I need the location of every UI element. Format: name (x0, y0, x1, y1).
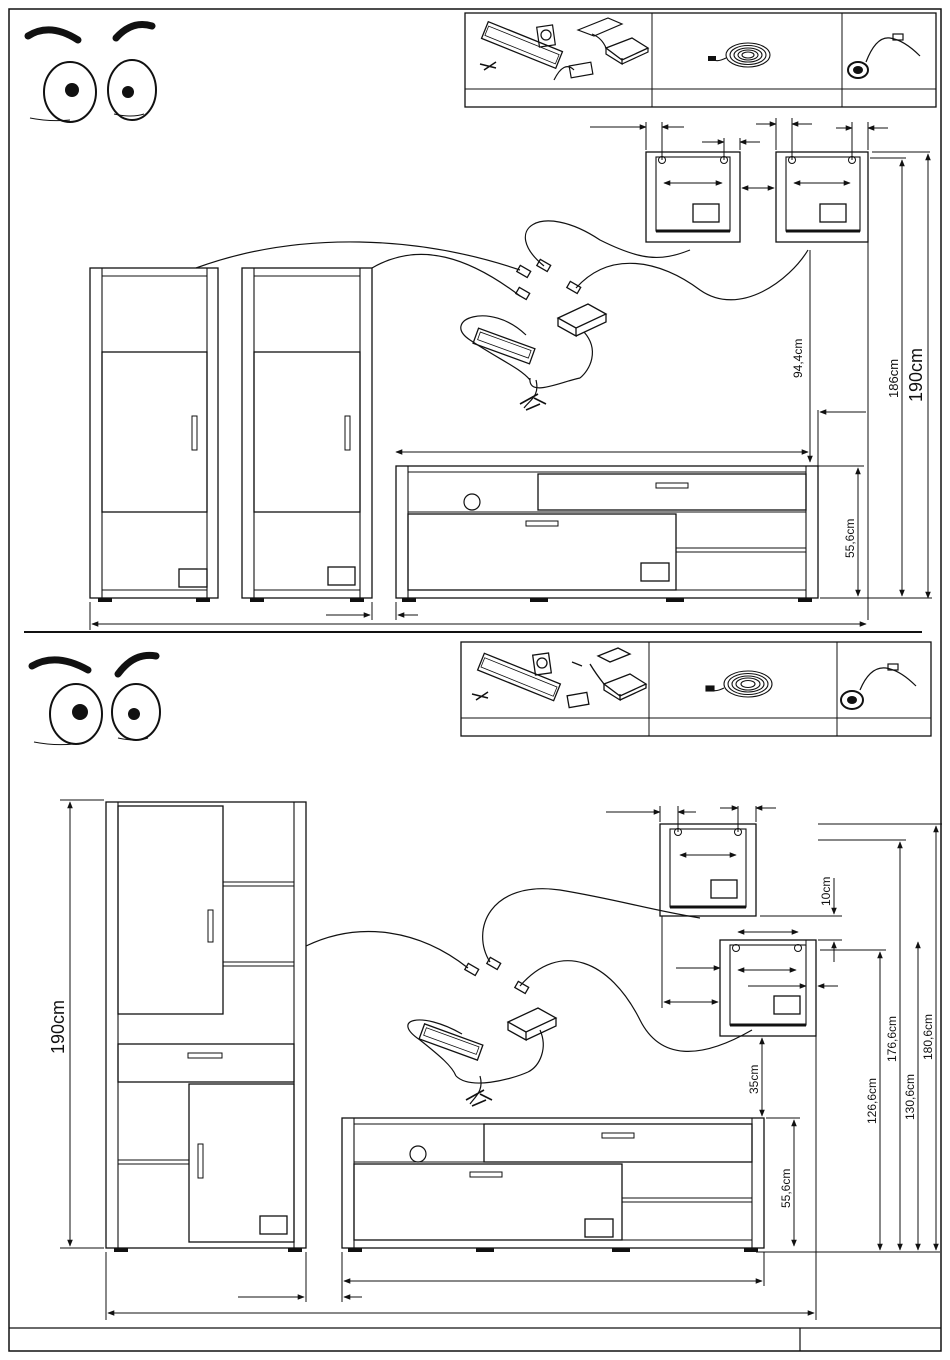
tv-sideboard-bottom (342, 1118, 764, 1252)
coiled-cable-icon (708, 43, 770, 67)
shelf-dimension-lines-top (590, 118, 888, 188)
dim-bottom-126-6: 126,6cm (865, 1078, 879, 1124)
wall-shelf-lower (720, 940, 816, 1036)
wiring-top (196, 221, 808, 408)
led-spotlight-icon (848, 34, 920, 78)
dim-top-186: 186cm (886, 359, 901, 398)
dim-bottom-190: 190cm (48, 1000, 68, 1054)
dim-top-55-6: 55,6cm (843, 519, 857, 558)
led-spotlight-icon (841, 664, 916, 709)
led-transformer-kit-icon (480, 18, 648, 80)
tall-cabinet-right (242, 268, 372, 602)
dim-top-190: 190cm (906, 348, 926, 402)
led-transformer-kit-icon (419, 957, 556, 1106)
dim-bottom-55-6: 55,6cm (779, 1169, 793, 1208)
dim-bottom-176-6: 176,6cm (885, 1016, 899, 1062)
cartoon-eyes-icon (28, 25, 156, 123)
dim-bottom-35: 35cm (747, 1065, 761, 1094)
dim-bottom-180-6: 180,6cm (921, 1014, 935, 1060)
page-border (9, 9, 941, 1351)
dim-bottom-10: 10cm (819, 877, 833, 906)
dim-bottom-130-6: 130,6cm (903, 1074, 917, 1120)
tall-cabinet-left (90, 268, 218, 602)
wall-shelf-left (646, 152, 740, 242)
wall-shelf-upper (660, 824, 756, 916)
tall-cabinet-bottom (106, 802, 306, 1252)
cartoon-eyes-icon (32, 655, 160, 744)
tv-sideboard-top (396, 466, 818, 602)
led-transformer-kit-icon (472, 648, 646, 708)
dim-top-94-4: 94,4cm (791, 339, 805, 378)
wall-shelf-right (776, 152, 868, 242)
coiled-cable-icon (706, 671, 772, 697)
wiring-bottom (306, 889, 752, 1104)
